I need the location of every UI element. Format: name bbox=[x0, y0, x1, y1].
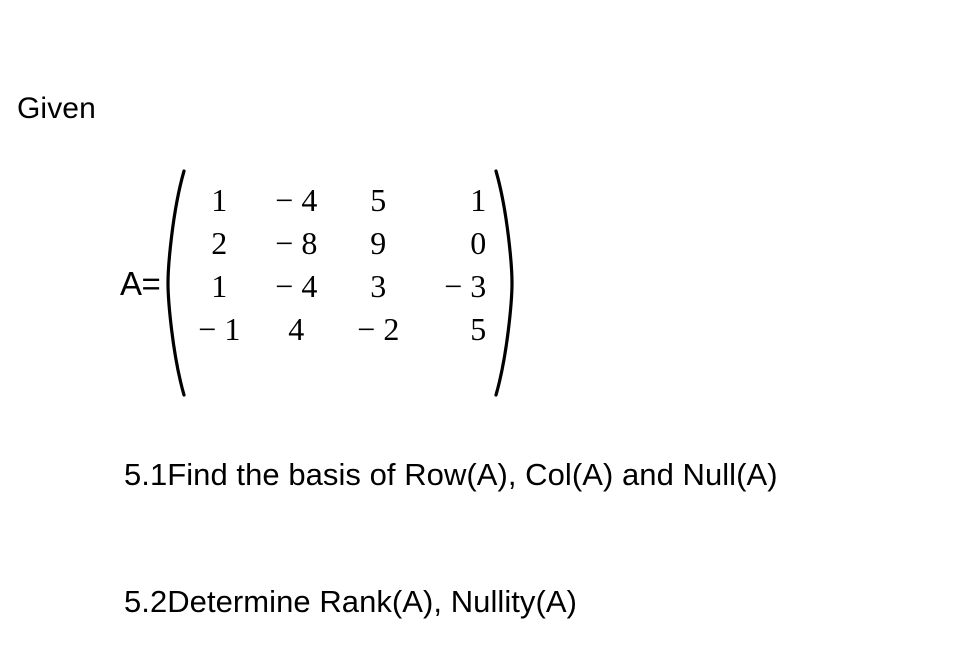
matrix-equation: A= 1 − 4 5 1 2 − 8 9 0 1 − 4 3 − 3 bbox=[120, 168, 516, 398]
right-parenthesis-icon bbox=[494, 168, 516, 398]
matrix-cell: 5 bbox=[470, 310, 487, 347]
matrix-cell: 9 bbox=[370, 224, 387, 261]
matrix-cell: − 4 bbox=[275, 267, 318, 304]
matrix-cell: 5 bbox=[370, 181, 387, 218]
matrix-name-label: A= bbox=[120, 264, 161, 302]
matrix-cell: − 8 bbox=[275, 224, 318, 261]
given-label: Given bbox=[17, 92, 96, 125]
question-item-5-1: 5.1Find the basis of Row(A), Col(A) and … bbox=[124, 457, 778, 492]
matrix-cell: 1 bbox=[470, 181, 487, 218]
matrix-bracket-group: 1 − 4 5 1 2 − 8 9 0 1 − 4 3 − 3 − 1 4 − … bbox=[164, 168, 516, 398]
matrix-cell: 1 bbox=[211, 267, 228, 304]
matrix-cell: 4 bbox=[288, 310, 305, 347]
matrix-cell: − 3 bbox=[444, 267, 487, 304]
matrix-cell: 1 bbox=[211, 181, 228, 218]
matrix-cell: 3 bbox=[370, 267, 387, 304]
left-parenthesis-icon bbox=[164, 168, 186, 398]
matrix-grid: 1 − 4 5 1 2 − 8 9 0 1 − 4 3 − 3 − 1 4 − … bbox=[186, 168, 494, 398]
question-item-5-2: 5.2Determine Rank(A), Nullity(A) bbox=[124, 584, 577, 619]
matrix-cell: − 4 bbox=[275, 181, 318, 218]
matrix-cell: − 1 bbox=[198, 310, 241, 347]
matrix-cell: 0 bbox=[470, 224, 487, 261]
matrix-cell: − 2 bbox=[357, 310, 400, 347]
matrix-cell: 2 bbox=[211, 224, 228, 261]
